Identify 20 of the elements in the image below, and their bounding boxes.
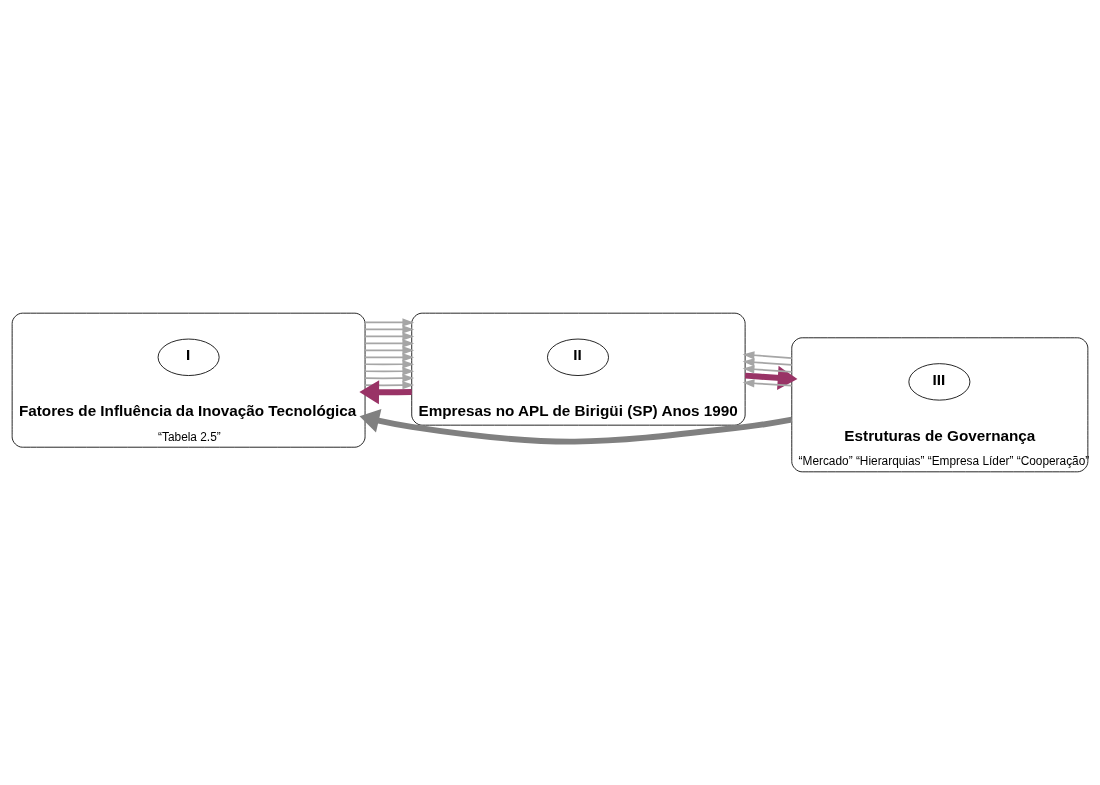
arrow xyxy=(359,380,412,405)
node-ellipse: II xyxy=(547,338,609,376)
arrow xyxy=(744,365,798,390)
node-ellipse: I xyxy=(157,338,220,376)
arrow xyxy=(364,318,415,327)
arrow xyxy=(364,339,415,348)
arrow xyxy=(359,408,793,445)
arrow xyxy=(364,367,415,376)
arrow xyxy=(742,358,793,367)
arrow xyxy=(364,381,415,390)
arrow xyxy=(742,379,793,388)
arrow xyxy=(364,346,415,355)
arrow xyxy=(742,365,793,374)
arrow xyxy=(742,351,793,360)
arrow xyxy=(364,374,415,383)
arrow xyxy=(364,325,415,334)
arrow xyxy=(364,332,415,341)
arrow xyxy=(364,360,415,369)
arrow xyxy=(364,353,415,362)
node-ellipse: III xyxy=(908,363,971,401)
